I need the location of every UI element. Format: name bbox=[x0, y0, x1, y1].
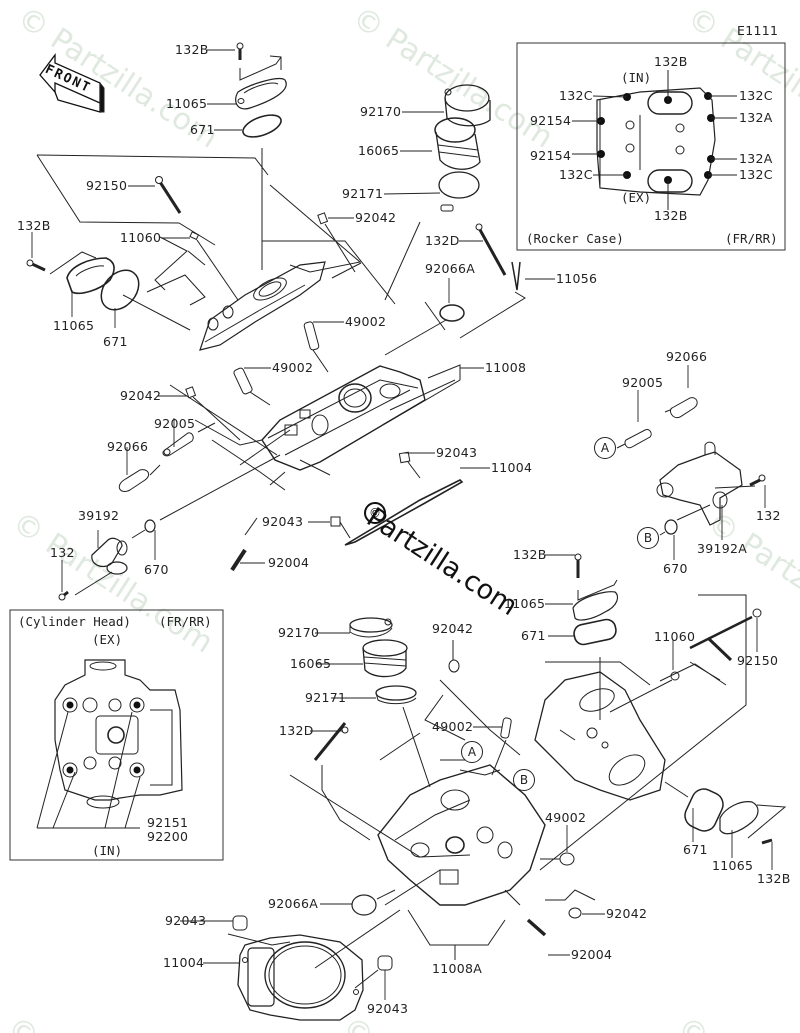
part-callout-92150[interactable]: 92150 bbox=[86, 178, 128, 193]
intake-joint-top bbox=[384, 84, 491, 301]
part-callout-11065[interactable]: 11065 bbox=[53, 318, 95, 333]
part-callout-92005[interactable]: 92005 bbox=[622, 375, 664, 390]
part-callout-670[interactable]: 670 bbox=[144, 562, 169, 577]
reference-marker-a[interactable]: A bbox=[594, 437, 616, 459]
cylinder-head-lower bbox=[377, 764, 546, 906]
rocker-callout-132C[interactable]: 132C bbox=[559, 167, 593, 182]
part-callout-92004[interactable]: 92004 bbox=[268, 555, 310, 570]
cylinder-head-inset-title: (Cylinder Head) bbox=[18, 614, 131, 629]
part-callout-92066a[interactable]: 92066A bbox=[268, 896, 319, 911]
cylinder-head-in-label: (IN) bbox=[92, 843, 123, 858]
part-callout-92170[interactable]: 92170 bbox=[278, 625, 320, 640]
rocker-ex-label: (EX) bbox=[621, 190, 652, 205]
rocker-callout-92154[interactable]: 92154 bbox=[530, 113, 572, 128]
part-callout-92043[interactable]: 92043 bbox=[262, 514, 304, 529]
part-callout-92043[interactable]: 92043 bbox=[165, 913, 207, 928]
part-callout-92170[interactable]: 92170 bbox=[360, 104, 402, 119]
part-callout-49002[interactable]: 49002 bbox=[432, 719, 474, 734]
front-arrow-icon bbox=[39, 53, 105, 113]
part-callout-16065[interactable]: 16065 bbox=[358, 143, 400, 158]
part-callout-11065[interactable]: 11065 bbox=[712, 858, 754, 873]
part-callout-671[interactable]: 671 bbox=[190, 122, 215, 137]
rocker-case-title: (Rocker Case) bbox=[526, 231, 624, 246]
part-callout-92004[interactable]: 92004 bbox=[571, 947, 613, 962]
rocker-case-inset-art bbox=[596, 87, 716, 196]
reference-marker-a[interactable]: A bbox=[461, 741, 483, 763]
part-callout-92043[interactable]: 92043 bbox=[367, 1001, 409, 1016]
part-callout-92066a[interactable]: 92066A bbox=[425, 261, 476, 276]
part-callout-92005[interactable]: 92005 bbox=[154, 416, 196, 431]
callout-92200[interactable]: 92200 bbox=[147, 829, 189, 844]
part-callout-671[interactable]: 671 bbox=[521, 628, 546, 643]
part-callout-11004[interactable]: 11004 bbox=[163, 955, 205, 970]
reference-marker-b[interactable]: B bbox=[637, 527, 659, 549]
part-callout-11008a[interactable]: 11008A bbox=[432, 961, 483, 976]
part-callout-132b[interactable]: 132B bbox=[757, 871, 791, 886]
part-callout-92066[interactable]: 92066 bbox=[666, 349, 708, 364]
part-callout-11004[interactable]: 11004 bbox=[491, 460, 533, 475]
part-callout-132b[interactable]: 132B bbox=[17, 218, 51, 233]
part-callout-92042[interactable]: 92042 bbox=[606, 906, 648, 921]
rocker-callout-132A[interactable]: 132A bbox=[739, 151, 773, 166]
part-callout-132d[interactable]: 132D bbox=[425, 233, 460, 248]
part-callout-132[interactable]: 132 bbox=[50, 545, 75, 560]
part-callout-670[interactable]: 670 bbox=[663, 561, 688, 576]
part-callout-92066[interactable]: 92066 bbox=[107, 439, 149, 454]
part-callout-671[interactable]: 671 bbox=[683, 842, 708, 857]
part-callout-92042[interactable]: 92042 bbox=[120, 388, 162, 403]
part-callout-92171[interactable]: 92171 bbox=[342, 186, 384, 201]
part-callout-92043[interactable]: 92043 bbox=[436, 445, 478, 460]
part-callout-39192a[interactable]: 39192A bbox=[697, 541, 748, 556]
rocker-callout-132C[interactable]: 132C bbox=[559, 88, 593, 103]
rocker-callout-132B-top[interactable]: 132B bbox=[654, 54, 688, 69]
rocker-cover-top bbox=[235, 42, 287, 270]
rocker-case-top bbox=[36, 154, 362, 351]
part-callout-11065[interactable]: 11065 bbox=[166, 96, 208, 111]
part-callout-132b[interactable]: 132B bbox=[175, 42, 209, 57]
rocker-callout-92154[interactable]: 92154 bbox=[530, 148, 572, 163]
part-callout-11060[interactable]: 11060 bbox=[120, 230, 162, 245]
part-callout-132[interactable]: 132 bbox=[756, 508, 781, 523]
part-callout-11008[interactable]: 11008 bbox=[485, 360, 527, 375]
part-callout-92042[interactable]: 92042 bbox=[355, 210, 397, 225]
reference-marker-b[interactable]: B bbox=[513, 769, 535, 791]
callout-92151[interactable]: 92151 bbox=[147, 815, 189, 830]
thermostat-housing-39192A bbox=[656, 441, 743, 526]
diagram-code: E1111 bbox=[737, 23, 779, 38]
part-callout-11060[interactable]: 11060 bbox=[654, 629, 696, 644]
cylinder-head-ex-label: (EX) bbox=[92, 632, 123, 647]
part-callout-132b[interactable]: 132B bbox=[513, 547, 547, 562]
cylinder-head-inset-art bbox=[54, 659, 183, 809]
cylinder-head-rear bbox=[534, 671, 666, 801]
part-callout-49002[interactable]: 49002 bbox=[345, 314, 387, 329]
part-callout-49002[interactable]: 49002 bbox=[272, 360, 314, 375]
part-callout-671[interactable]: 671 bbox=[103, 334, 128, 349]
part-callout-11065[interactable]: 11065 bbox=[504, 596, 546, 611]
rocker-case-variant: (FR/RR) bbox=[725, 231, 778, 246]
rocker-in-label: (IN) bbox=[621, 70, 652, 85]
part-callout-49002[interactable]: 49002 bbox=[545, 810, 587, 825]
part-callout-92150[interactable]: 92150 bbox=[737, 653, 779, 668]
part-callout-92042[interactable]: 92042 bbox=[432, 621, 474, 636]
rocker-callout-132B-bottom[interactable]: 132B bbox=[654, 208, 688, 223]
cylinder-head-front bbox=[261, 365, 426, 476]
part-callout-16065[interactable]: 16065 bbox=[290, 656, 332, 671]
rocker-callout-132A[interactable]: 132A bbox=[739, 110, 773, 125]
part-callout-92171[interactable]: 92171 bbox=[305, 690, 347, 705]
gasket-11004 bbox=[237, 934, 364, 1021]
part-callout-11056[interactable]: 11056 bbox=[556, 271, 598, 286]
copyright-icon: © bbox=[364, 502, 386, 524]
rocker-callout-132C[interactable]: 132C bbox=[739, 88, 773, 103]
side-cover-left bbox=[26, 251, 191, 331]
rocker-callout-132C[interactable]: 132C bbox=[739, 167, 773, 182]
part-callout-132d[interactable]: 132D bbox=[279, 723, 314, 738]
cylinder-head-inset-variant: (FR/RR) bbox=[159, 614, 212, 629]
part-callout-39192[interactable]: 39192 bbox=[78, 508, 120, 523]
